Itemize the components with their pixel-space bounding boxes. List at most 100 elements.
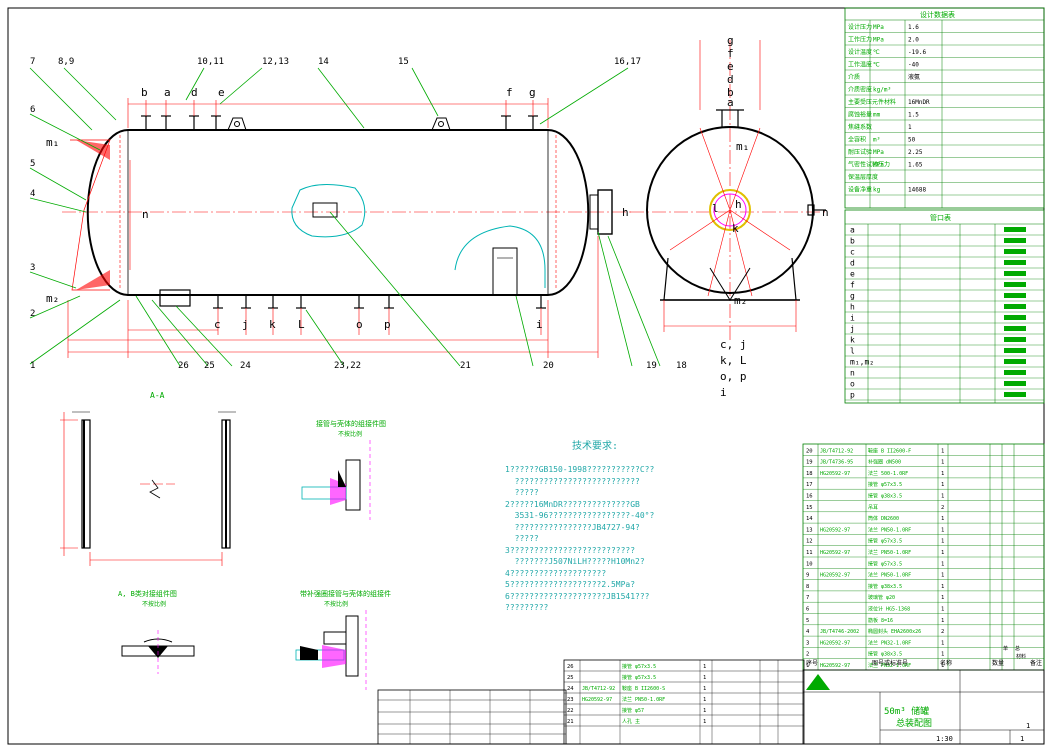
design-row-value: 1.5: [908, 112, 919, 119]
drawing-scale: 1:30: [936, 735, 953, 743]
svg-text:a: a: [727, 96, 734, 109]
svg-text:2: 2: [30, 309, 35, 319]
design-row-unit: MPa: [873, 149, 884, 156]
part-row-qty: 1: [941, 448, 944, 454]
tb-label-unit: 单: [1003, 645, 1008, 652]
design-row-unit: MPa: [873, 24, 884, 31]
part-row-qty: 1: [703, 719, 706, 725]
part-row-no: 22: [567, 708, 574, 714]
tb-label-std: 图号或标准号: [872, 659, 908, 667]
svg-text:i: i: [536, 318, 543, 331]
part-row-std: HG20592-97: [582, 697, 612, 703]
technical-requirements: 技术要求: 1??????GB150-1998???????????C?? ??…: [505, 418, 685, 614]
part-row-no: 9: [806, 573, 809, 579]
tech-notes-title: 技术要求:: [571, 441, 619, 452]
design-row-name: 保温层厚度: [848, 173, 878, 181]
tb-label-name: 名称: [940, 659, 952, 667]
part-row-name: 法兰 PN50-1.0RF: [868, 572, 911, 579]
part-row-name: 筋板 8=16: [868, 617, 893, 624]
weld-detail-1-title: 接管与壳体的组接件图: [316, 419, 386, 428]
part-row-qty: 1: [703, 708, 706, 714]
tech-note-line: 3??????????????????????????: [505, 545, 636, 555]
svg-text:14: 14: [318, 57, 329, 67]
design-row-unit: kg: [873, 187, 881, 194]
design-row-value: 16MnDR: [908, 99, 930, 106]
design-row-value: 1.65: [908, 162, 923, 169]
part-row-no: 24: [567, 686, 574, 692]
part-row-no: 18: [806, 471, 813, 477]
part-row-std: JB/T4712-92: [820, 448, 853, 454]
design-row-value: -40: [908, 62, 919, 69]
part-row-name: 鞍座 B II2600-S: [622, 685, 665, 692]
part-row-qty: 1: [941, 527, 944, 533]
design-row-unit: m³: [873, 137, 880, 144]
part-row-name: 法兰 PN50-1.0RF: [868, 526, 911, 533]
svg-text:25: 25: [204, 361, 215, 371]
svg-text:8,9: 8,9: [58, 57, 74, 67]
tech-note-line: 2?????16MnDR??????????????GB: [505, 499, 640, 509]
design-row-value: -19.6: [908, 49, 926, 56]
svg-text:c, j: c, j: [720, 338, 747, 351]
tb-label-remark: 备注: [1030, 659, 1042, 667]
tech-note-line: ?????: [514, 534, 539, 543]
svg-text:o, p: o, p: [720, 370, 747, 383]
svg-text:L: L: [298, 318, 305, 331]
nozzle-row-fill: [1004, 293, 1026, 298]
nozzle-row-fill: [1004, 337, 1026, 342]
part-row-qty: 1: [703, 664, 706, 670]
design-row-name: 焦缝系数: [848, 123, 872, 131]
section-title: A-A: [150, 391, 165, 400]
nozzle-row-fill: [1004, 227, 1026, 232]
svg-text:m₂: m₂: [734, 294, 747, 307]
svg-text:m₁: m₁: [46, 136, 59, 149]
part-row-std: HG20592-97: [820, 527, 850, 533]
nozzle-row-fill: [1004, 315, 1026, 320]
svg-text:b: b: [141, 86, 148, 99]
part-row-qty: 1: [941, 584, 944, 590]
design-row-name: 介质: [848, 73, 860, 81]
design-row-name: 工作压力: [848, 36, 872, 44]
part-row-no: 25: [567, 675, 574, 681]
design-row-value: 14688: [908, 187, 926, 194]
part-row-qty: 1: [941, 494, 944, 500]
part-row-name: 法兰 PN32-1.0RF: [868, 662, 911, 669]
sheet-total: 1: [1020, 735, 1024, 743]
part-row-no: 11: [806, 550, 813, 556]
part-row-qty: 1: [941, 550, 944, 556]
design-row-name: 设计温度: [848, 48, 872, 56]
svg-text:n: n: [822, 206, 829, 219]
part-row-no: 4: [806, 629, 810, 635]
part-row-qty: 1: [941, 460, 944, 466]
nozzle-table-title: 管口表: [930, 213, 951, 222]
tech-note-line: ????????????????JB4727-94?: [514, 522, 640, 532]
part-row-name: 接管 φ38x3.5: [868, 651, 902, 658]
nozzle-row-letter: a: [850, 226, 855, 235]
svg-text:n: n: [142, 208, 149, 221]
nozzle-row-fill: [1004, 392, 1026, 397]
design-data-title: 设计数据表: [920, 10, 955, 19]
svg-text:3: 3: [30, 263, 35, 273]
part-row-std: HG20592-97: [820, 550, 850, 556]
part-row-name: 玻璃管 φ20: [868, 594, 895, 601]
svg-text:c: c: [214, 318, 221, 331]
part-row-std: HG20592-97: [820, 471, 850, 477]
part-row-no: 2: [806, 652, 809, 658]
part-row-name: 接管 φ57: [622, 707, 644, 714]
svg-text:l: l: [712, 202, 719, 215]
design-row-value: 1.6: [908, 24, 919, 31]
part-row-name: 吊耳: [868, 505, 878, 511]
tb-label-total: 总: [1015, 645, 1020, 652]
part-row-qty: 1: [941, 539, 944, 545]
nozzle-row-letter: g: [850, 292, 855, 301]
part-row-name: 法兰 PN32-1.0RF: [868, 639, 911, 646]
part-row-name: 法兰 500-1.0RF: [868, 470, 908, 477]
nozzle-row-letter: d: [850, 259, 855, 268]
weld-detail-2: A, B类对接组件图 不按比例: [118, 589, 195, 674]
part-row-qty: 1: [703, 675, 706, 681]
weld-detail-2-title: A, B类对接组件图: [118, 589, 177, 598]
part-row-name: 接管 φ57x3.5: [868, 481, 902, 488]
part-row-name: 法兰 PN50-1.0RF: [622, 696, 665, 703]
nozzle-row-letter: c: [850, 248, 855, 257]
tech-note-line: ??????????????????????????: [514, 476, 640, 486]
